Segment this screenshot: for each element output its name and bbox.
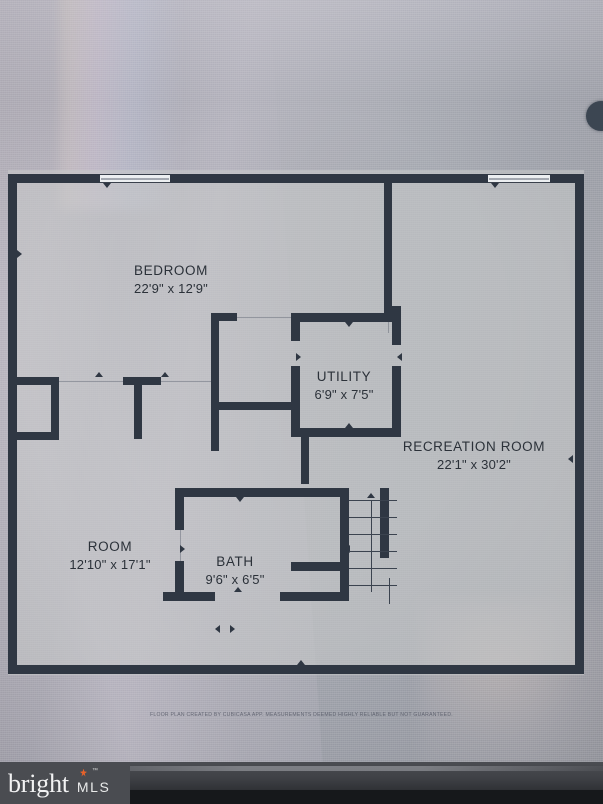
- door-marker-utility-top: [345, 322, 353, 327]
- wall-exterior-right: [575, 174, 584, 674]
- door-marker-top-left: [103, 183, 111, 188]
- wall-closet-bottom: [17, 432, 59, 440]
- wall-bath-left-2: [175, 561, 184, 601]
- wall-bedroom-bottom-left: [17, 377, 59, 385]
- hairline-bedroom-bottom: [59, 381, 123, 382]
- wall-hall-bottom: [123, 377, 161, 385]
- room-name: RECREATION ROOM: [402, 439, 546, 454]
- stair-stringer: [371, 500, 372, 592]
- hairline-mid-top: [237, 317, 295, 318]
- door-marker-lower-a: [215, 625, 220, 633]
- stair-tread: [349, 517, 397, 518]
- wall-bath-left: [175, 488, 184, 530]
- wall-mid-left-vertical-2: [211, 409, 219, 451]
- floor-plan-disclaimer: FLOOR PLAN CREATED BY CUBICASA APP. MEAS…: [150, 712, 453, 718]
- wall-utility-top: [291, 313, 401, 322]
- stair-up-arrow-icon: [367, 493, 375, 498]
- logo-wordmark: bright ™: [8, 768, 98, 798]
- wall-closet-right-stub: [51, 377, 59, 439]
- door-marker-lower-b: [230, 625, 235, 633]
- hairline-hall-bottom: [161, 381, 211, 382]
- door-marker-hall: [95, 372, 103, 377]
- door-marker-hall-2: [161, 372, 169, 377]
- room-label-recreation-room: RECREATION ROOM 22'1" x 30'2": [403, 438, 545, 474]
- room-dimensions: 22'9" x 12'9": [134, 281, 208, 297]
- bottom-bar-shine: [0, 766, 603, 771]
- stair-tread: [349, 551, 397, 552]
- wall-rec-left-vertical: [380, 488, 389, 558]
- door-marker-bath-top: [236, 497, 244, 502]
- wall-bath-bottom-right: [163, 592, 215, 601]
- stair-tread: [349, 500, 397, 501]
- wall-utility-left-2: [291, 366, 300, 436]
- door-marker-utility-right: [397, 353, 402, 361]
- wall-exterior-left-lower: [8, 377, 17, 674]
- room-name: BEDROOM: [134, 263, 208, 278]
- wall-exterior-left-upper: [8, 174, 17, 377]
- stair-rail-right: [389, 578, 390, 604]
- logo-mls-text: MLS: [76, 779, 111, 795]
- room-dimensions: 22'1" x 30'2": [437, 457, 511, 473]
- wall-hall-vertical: [134, 377, 142, 439]
- door-marker-utility-bottom: [345, 423, 353, 428]
- room-label-utility: UTILITY 6'9" x 7'5": [314, 368, 373, 404]
- wall-exterior-top-right: [550, 174, 584, 183]
- wall-bath-right: [340, 488, 349, 601]
- wall-exterior-top-mid: [170, 174, 488, 183]
- wall-exterior-top-left: [8, 174, 100, 183]
- staircase: [349, 493, 397, 605]
- wall-bath-top: [175, 488, 349, 497]
- wall-utility-right: [392, 313, 401, 345]
- wall-utility-left: [291, 313, 300, 341]
- door-marker-bath-right: [345, 545, 350, 553]
- room-name: ROOM: [87, 539, 133, 554]
- logo-trademark: ™: [92, 767, 98, 774]
- bright-mls-logo: bright ™ MLS: [0, 763, 130, 804]
- wall-utility-bottom: [291, 428, 401, 437]
- wall-mid-top-stub: [211, 313, 237, 321]
- room-dimensions: 12'10" x 17'1": [69, 557, 151, 573]
- hairline-bedroom-right: [388, 313, 389, 333]
- door-marker-ext-left: [17, 250, 22, 258]
- door-marker-utility-left: [296, 353, 301, 361]
- door-marker-top-right: [491, 183, 499, 188]
- bottom-bar-shadow: [130, 790, 603, 804]
- wall-utility-right-2: [392, 366, 401, 436]
- window-top-2: [488, 174, 550, 183]
- room-dimensions: 9'6" x 6'5": [205, 572, 265, 588]
- door-marker-bath-left: [180, 545, 185, 553]
- wall-mid-bottom: [211, 402, 298, 410]
- door-marker-bath-bottom: [234, 587, 242, 592]
- wall-utility-to-bath: [301, 436, 309, 484]
- room-label-bedroom: BEDROOM 22'9" x 12'9": [134, 262, 208, 298]
- door-marker-rec-right: [568, 455, 573, 463]
- screen-glare-top: [0, 0, 603, 180]
- wall-bath-bottom-mid: [280, 592, 349, 601]
- wall-utility-corner-nub: [392, 306, 401, 314]
- room-name: BATH: [216, 554, 254, 569]
- room-name: UTILITY: [316, 369, 372, 384]
- stair-tread: [349, 568, 397, 569]
- stair-tread: [349, 585, 397, 586]
- circle-overlay-icon: [586, 101, 603, 131]
- logo-spark-icon: [80, 768, 87, 777]
- room-dimensions: 6'9" x 7'5": [314, 387, 374, 403]
- stair-tread: [349, 534, 397, 535]
- door-marker-rec-bottom: [297, 660, 305, 665]
- room-label-bath: BATH 9'6" x 6'5": [205, 553, 264, 589]
- floor-plan: [8, 170, 584, 675]
- room-label-room: ROOM 12'10" x 17'1": [69, 538, 150, 574]
- wall-mid-left-vertical: [211, 313, 219, 409]
- wall-bedroom-right: [384, 183, 392, 313]
- wall-bath-shelf: [291, 562, 349, 571]
- window-top-1: [100, 174, 170, 183]
- logo-word-text: bright: [8, 768, 69, 798]
- wall-exterior-bottom: [8, 665, 584, 674]
